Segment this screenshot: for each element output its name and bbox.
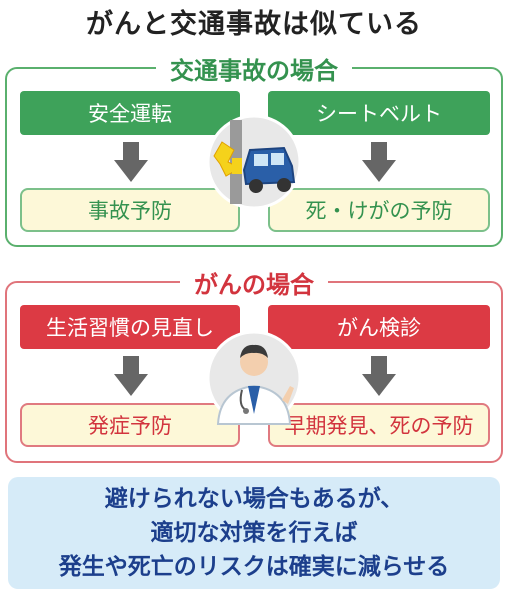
summary-line-1: 避けられない場合もあるが、 [104,486,404,512]
traffic-heading-label: 交通事故の場合 [156,57,352,85]
cancer-heading: がんの場合 [0,265,508,300]
summary-line-2: 適切な対策を行えば [150,520,358,546]
traffic-right-action: シートベルト [268,91,490,135]
cancer-heading-label: がんの場合 [180,271,328,299]
page-title: がんと交通事故は似ている [86,9,422,40]
traffic-right-result: 死・けがの予防 [268,188,490,232]
car-crash-illustration [206,114,302,210]
down-arrow-icon [114,142,148,182]
down-arrow-icon [362,142,396,182]
cancer-right-action: がん検診 [268,305,490,349]
cancer-left-result: 発症予防 [20,403,240,447]
down-arrow-icon [114,356,148,396]
down-arrow-icon [362,356,396,396]
cancer-left-action: 生活習慣の見直し [20,305,240,349]
traffic-left-action: 安全運転 [20,91,240,135]
traffic-left-result: 事故予防 [20,188,240,232]
summary-line-3: 発生や死亡のリスクは確実に減らせる [58,554,450,580]
doctor-illustration [206,330,302,426]
summary-box: 避けられない場合もあるが、 適切な対策を行えば 発生や死亡のリスクは確実に減らせ… [8,477,500,589]
cancer-right-result: 早期発見、死の予防 [268,403,490,447]
traffic-heading: 交通事故の場合 [0,51,508,86]
